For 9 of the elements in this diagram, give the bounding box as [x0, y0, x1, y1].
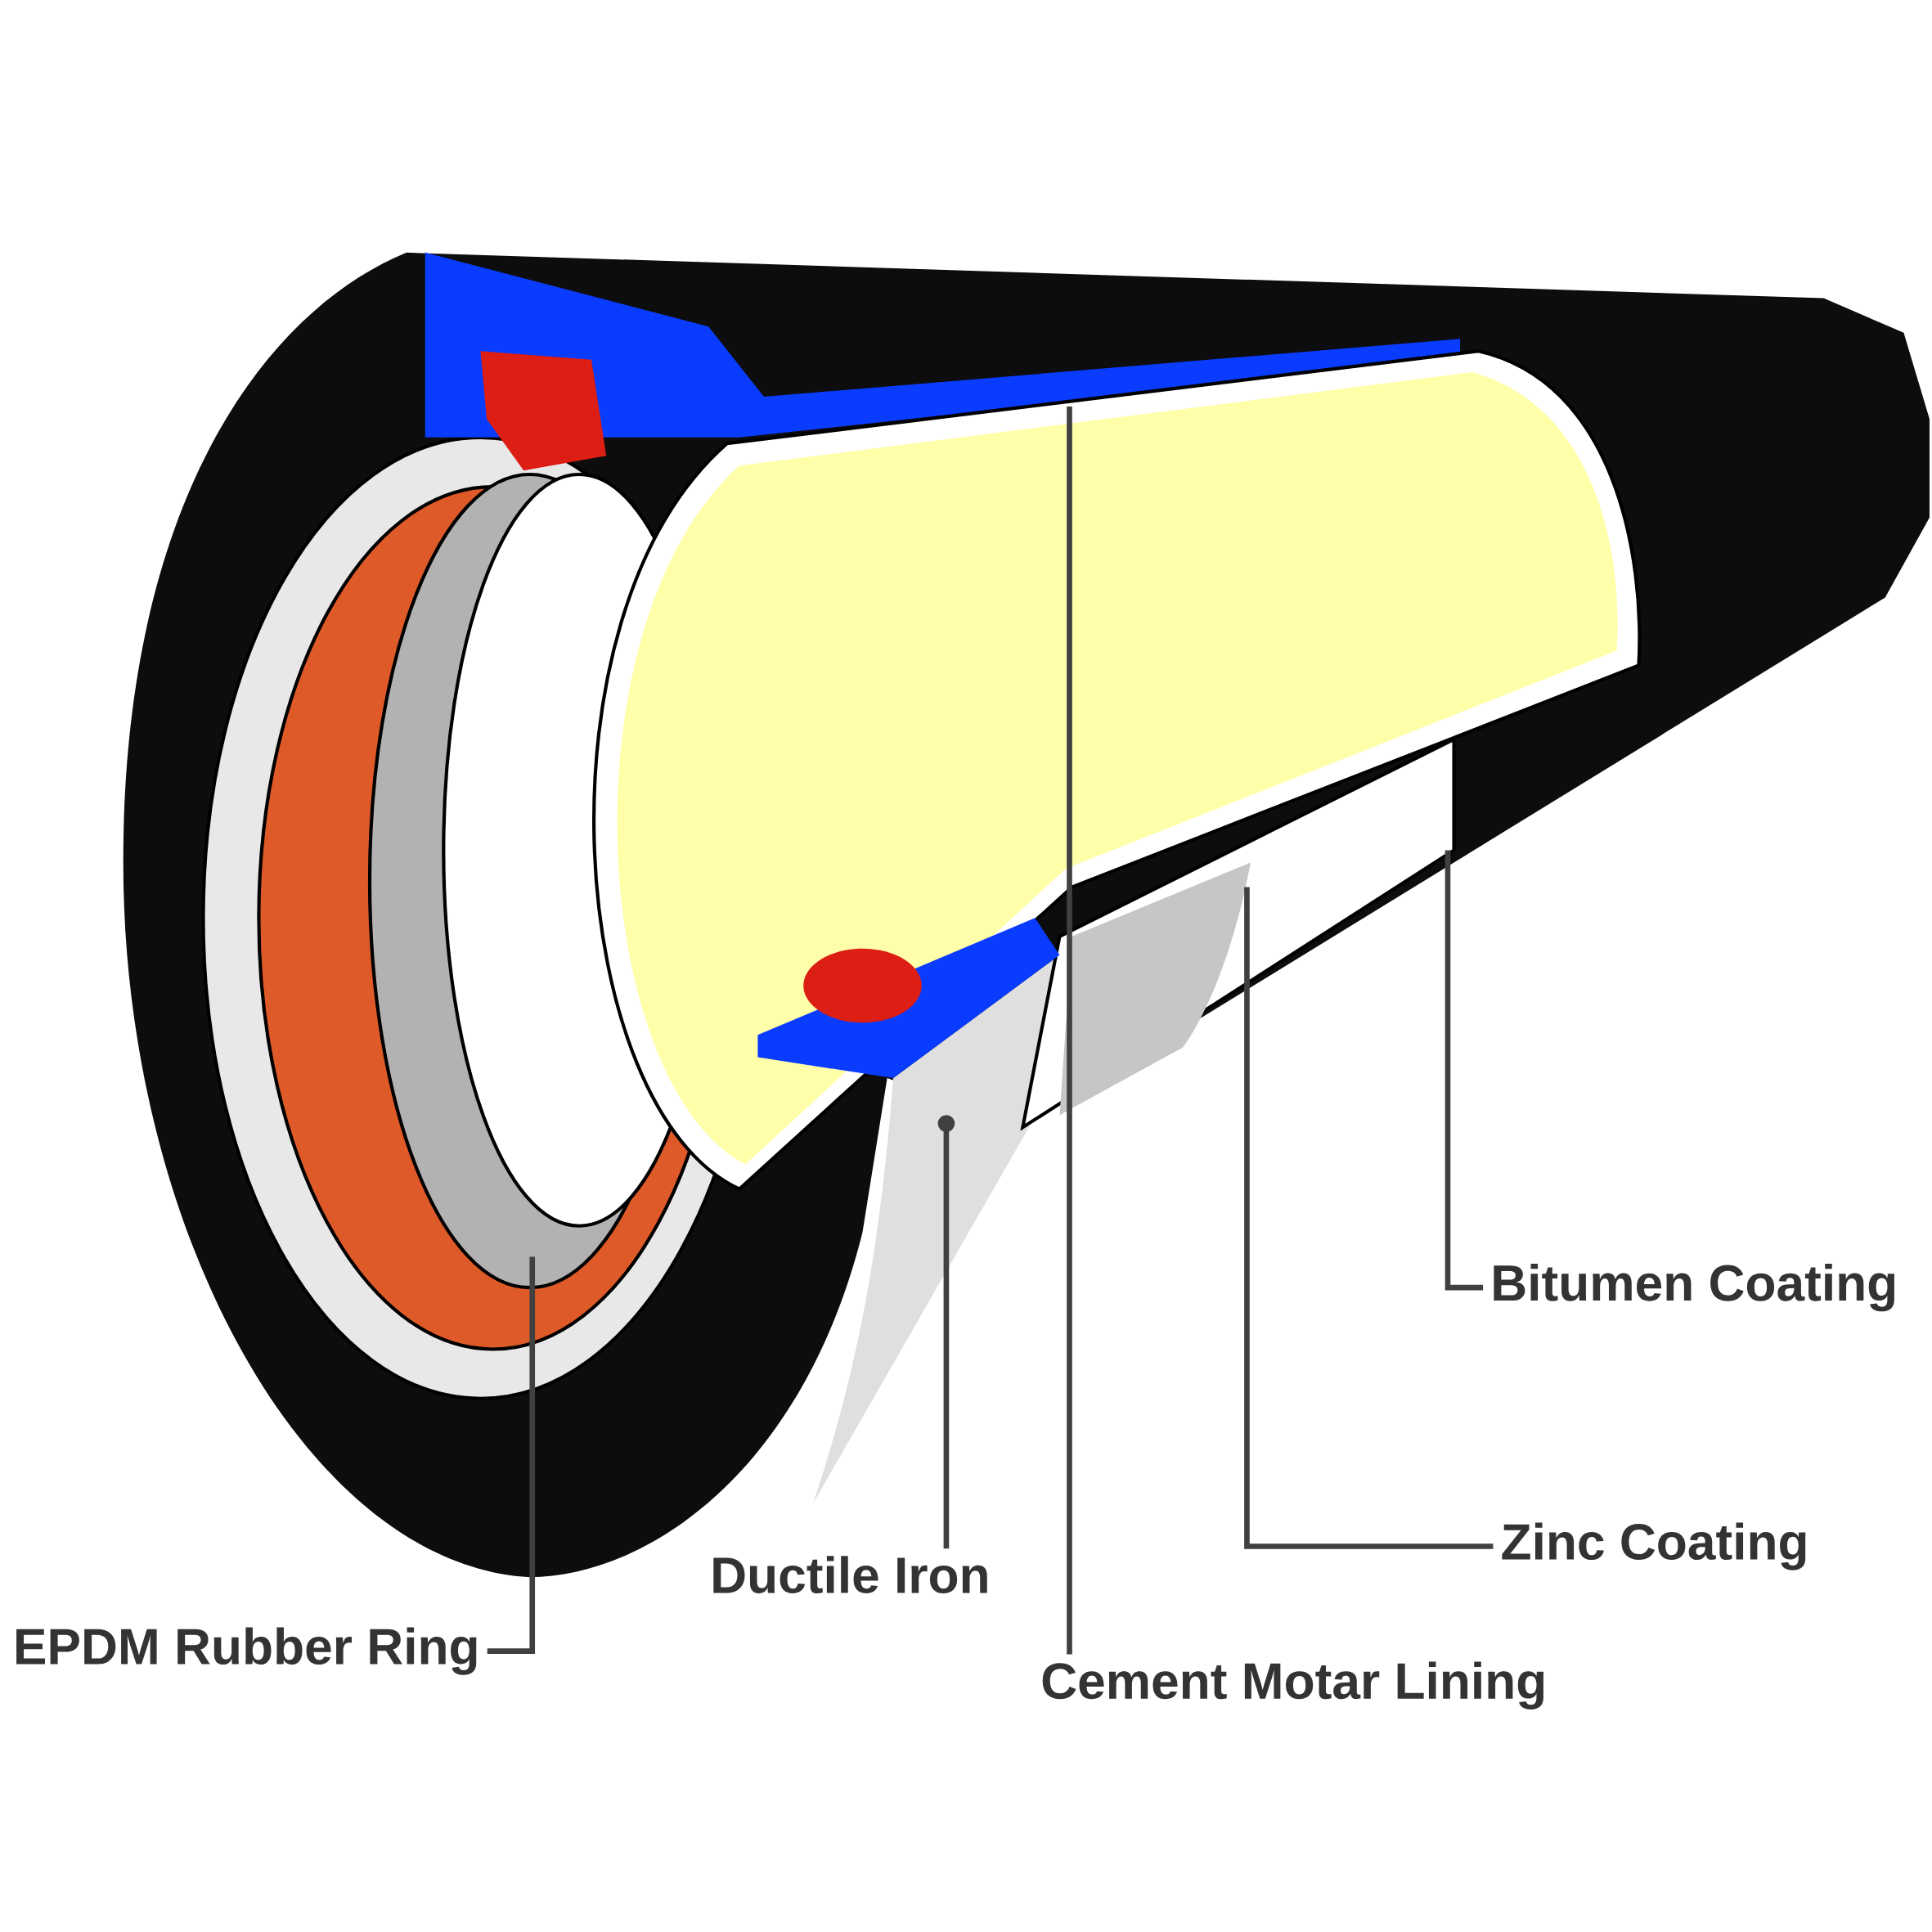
- leader-line: [937, 1115, 955, 1549]
- part-label: Ductile Iron: [713, 1556, 987, 1593]
- leader-line: [487, 1256, 536, 1654]
- part-label: Bitumen Coating: [1494, 1264, 1895, 1312]
- part-label: EPDM Rubber Ring: [16, 1627, 477, 1675]
- leader-line: [1244, 887, 1494, 1549]
- part-label: Cement Motar Lining: [1042, 1661, 1544, 1710]
- part-label: Zinc Coating: [1502, 1522, 1806, 1570]
- leader-line: [1445, 850, 1484, 1291]
